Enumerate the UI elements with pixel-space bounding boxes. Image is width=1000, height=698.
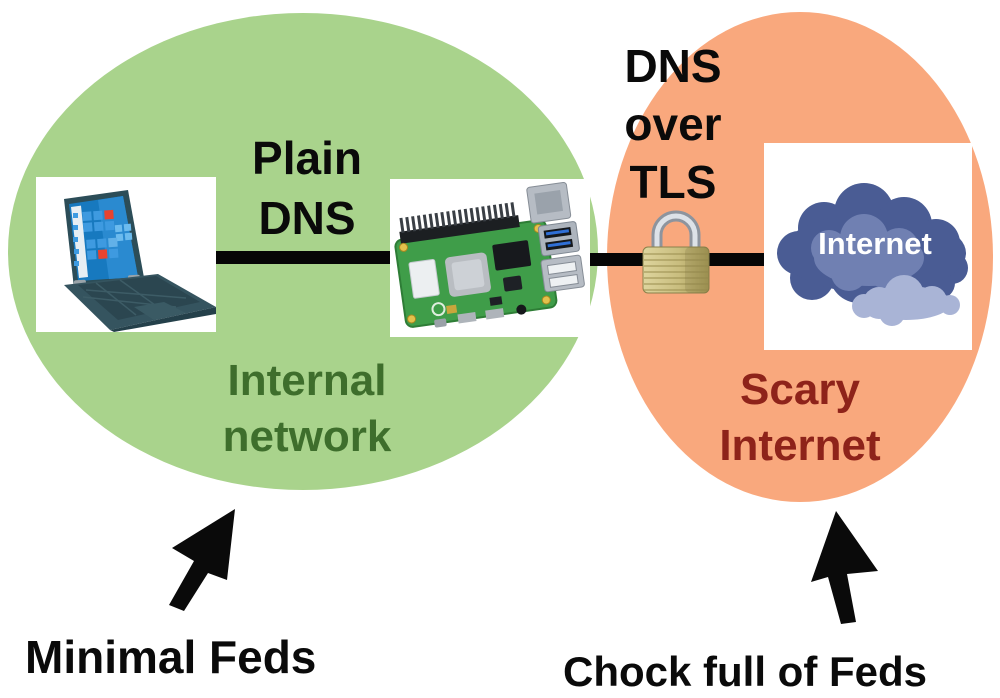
plain-dns-link-line [215,251,393,264]
laptop-image-frame [36,177,216,332]
internal-network-label: Internal network [222,356,392,461]
internet-cloud-frame: Internet [764,143,972,350]
plain-dns-label: Plain DNS [252,132,362,244]
chock-full-of-feds-callout: Chock full of Feds [563,648,928,695]
right-callout-arrow-icon [811,511,878,624]
windows-laptop-icon [64,190,216,332]
left-callout-arrow-icon [169,509,235,611]
padlock-icon [642,210,710,294]
dns-over-tls-label: DNS over TLS [624,40,722,208]
internet-cloud-icon: Internet [777,183,968,326]
raspberry-pi-image-frame [390,179,590,337]
raspberry-pi-icon [394,182,585,328]
scary-internet-label: Scary Internet [719,365,881,470]
minimal-feds-callout: Minimal Feds [25,631,317,683]
internet-cloud-label: Internet [818,226,932,261]
